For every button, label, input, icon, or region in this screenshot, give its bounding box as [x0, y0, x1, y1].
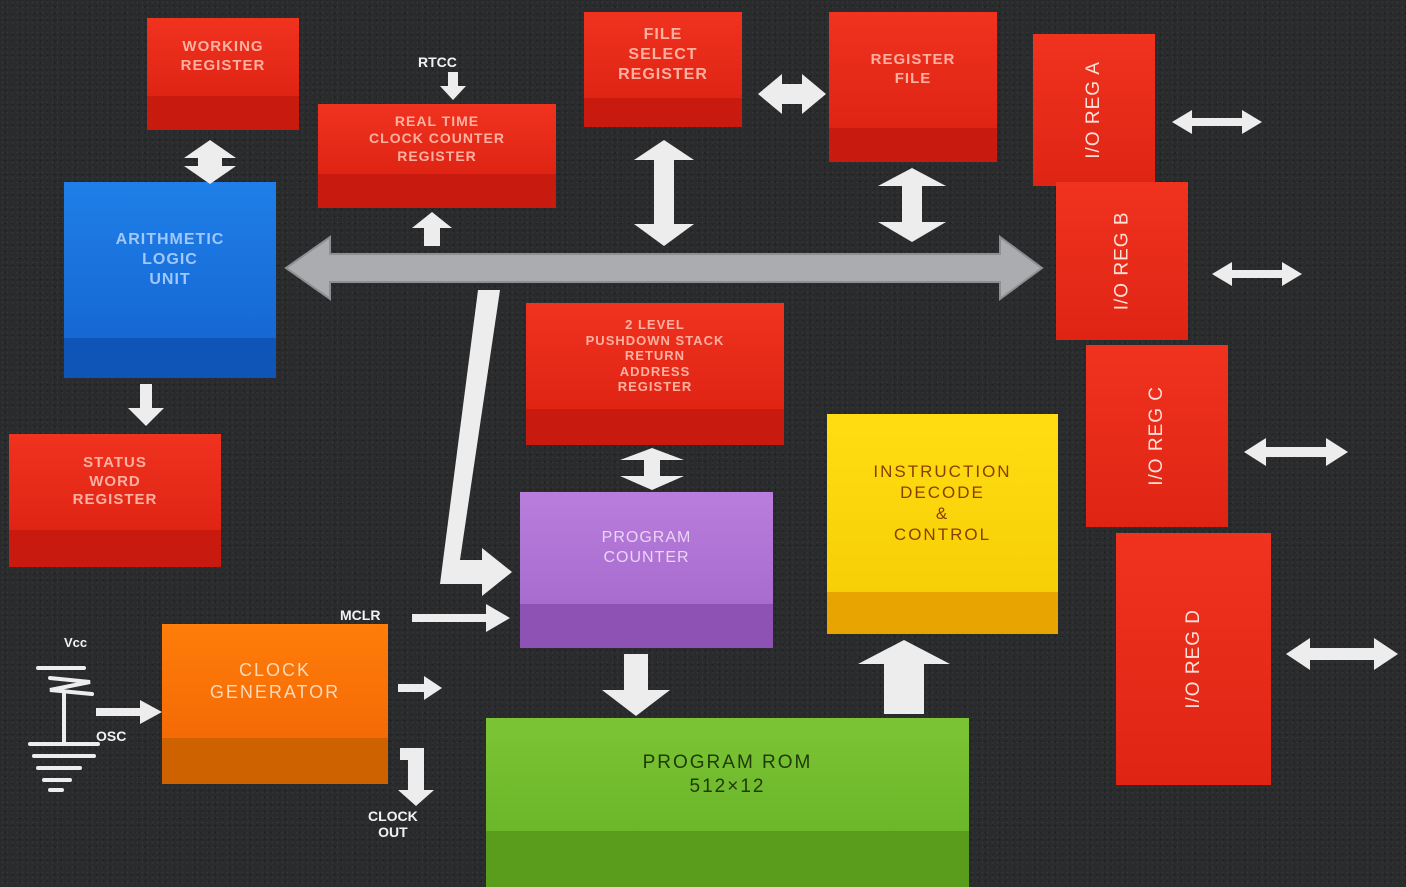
fsr-regfile-arrow [758, 74, 826, 114]
alu-status-arrow [128, 384, 164, 426]
io-b-port-arrow [1212, 262, 1302, 286]
osc-arrow [96, 700, 162, 724]
file-select-bus-arrow [634, 140, 694, 246]
io-c-port-arrow [1244, 438, 1348, 466]
working-alu-arrow [184, 140, 236, 184]
osc-label: OSC [96, 728, 126, 744]
io-d-port-arrow [1286, 638, 1398, 670]
mclr-label: MCLR [340, 607, 380, 623]
vcc-label: Vcc [64, 636, 87, 651]
rtcc-label: RTCC [418, 54, 457, 70]
bus-pc-arrow [440, 290, 512, 596]
oscillator-symbol [30, 668, 98, 790]
main-data-bus [286, 237, 1042, 299]
clock-out-arrow [398, 748, 434, 806]
stack-pc-arrow [620, 448, 684, 490]
bus-rtcc-arrow [412, 212, 452, 246]
regfile-bus-arrow [878, 168, 946, 242]
clockgen-arrow [398, 676, 442, 700]
rtcc-input-arrow [440, 72, 466, 100]
rom-decode-arrow [858, 640, 950, 714]
pc-rom-arrow [602, 654, 670, 716]
mclr-arrow [412, 604, 510, 632]
io-a-port-arrow [1172, 110, 1262, 134]
clock-out-label: CLOCK OUT [368, 808, 418, 840]
